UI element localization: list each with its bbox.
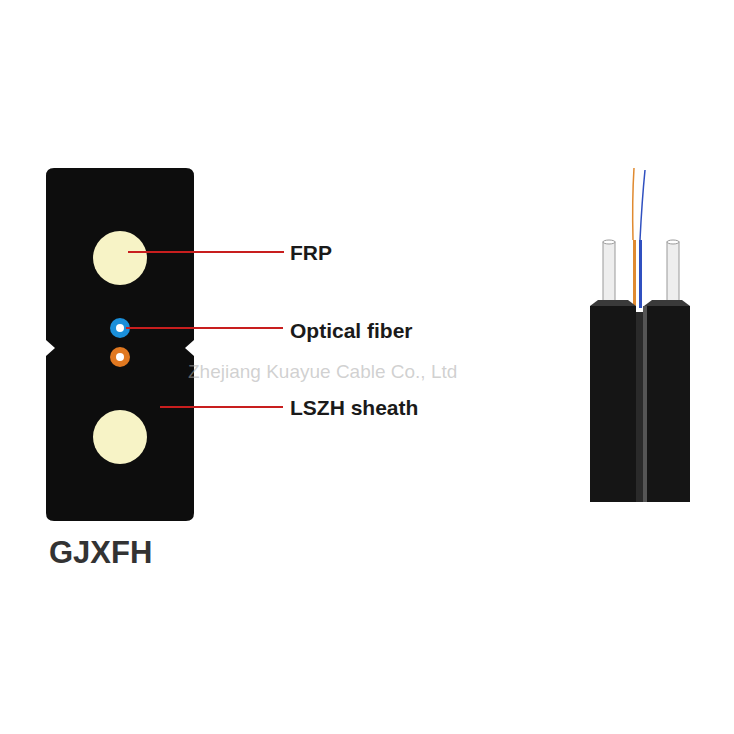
part-label: FRP: [290, 242, 332, 263]
part-label: LSZH sheath: [290, 397, 418, 418]
frp-rod: [93, 410, 147, 464]
watermark: Zhejiang Kuayue Cable Co., Ltd: [188, 362, 457, 381]
lszh-sheath-section: [46, 168, 194, 521]
frp-rod: [93, 231, 147, 285]
part-label: Optical fiber: [290, 320, 413, 341]
cable-side-view: [590, 168, 690, 502]
fiber-core: [116, 353, 124, 361]
model-name: GJXFH: [49, 537, 152, 568]
optical-fiber-orange: [110, 347, 130, 367]
fiber-core: [116, 324, 124, 332]
leader-lines: [126, 252, 284, 407]
